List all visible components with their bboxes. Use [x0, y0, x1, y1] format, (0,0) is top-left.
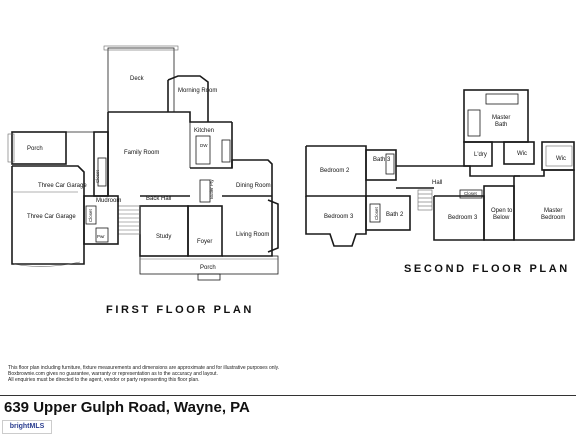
room-dw: DW — [200, 143, 208, 148]
room-study: Study — [156, 234, 171, 240]
room-kitchen: Kitchen — [194, 128, 214, 134]
room-living-room: Living Room — [236, 232, 269, 238]
room-bedroom-3-right: Bedroom 3 — [448, 215, 478, 221]
room-bedroom-3-left: Bedroom 3 — [324, 214, 354, 220]
room-dining-room: Dining Room — [236, 183, 271, 189]
room-master-bedroom-line2: Bedroom — [541, 215, 565, 221]
disclaimer-line: Boxbrownie.com gives no guarantee, warra… — [8, 371, 218, 378]
room-ldry: L'dry — [474, 152, 487, 158]
room-closet-b-2f: Closet — [464, 191, 478, 196]
room-open-to-below-line2: Below — [493, 215, 510, 221]
disclaimer-line: This floor plan including furniture, fix… — [8, 365, 280, 371]
property-address: 639 Upper Gulph Road, Wayne, PA — [4, 399, 250, 416]
room-hall: Hall — [432, 180, 442, 186]
room-master-bath-line2: Bath — [495, 122, 507, 128]
second-floor-walls — [305, 89, 575, 247]
room-garage-upper: Three Car Garage — [38, 183, 87, 189]
room-open-to-below-line1: Open to — [491, 208, 513, 214]
room-master-bedroom-line1: Master — [544, 208, 562, 214]
room-closet-a-2f: Closet — [374, 206, 379, 220]
address-bar: 639 Upper Gulph Road, Wayne, PA — [0, 395, 576, 433]
room-family-room: Family Room — [124, 150, 159, 156]
room-butler-pantry: Butler Pty — [209, 179, 214, 199]
room-pwr: Pwr — [97, 234, 105, 239]
room-deck: Deck — [130, 76, 145, 82]
room-closet-a: Closet — [95, 169, 100, 183]
room-garage-lower: Three Car Garage — [27, 214, 76, 220]
room-bedroom-2: Bedroom 2 — [320, 168, 350, 174]
disclaimer-line: All enquiries must be directed to the ag… — [8, 377, 200, 384]
room-bath-2: Bath 2 — [386, 212, 404, 218]
room-wic-left: Wic — [517, 151, 527, 157]
room-porch-front: Porch — [200, 265, 216, 271]
first-floor-labels: Deck Morning Room Kitchen DW Family Room… — [27, 76, 271, 271]
disclaimer: This floor plan including furniture, fix… — [8, 365, 428, 384]
room-morning-room: Morning Room — [178, 88, 217, 94]
room-mudroom: Mudroom — [96, 198, 121, 204]
first-floor-walls — [7, 45, 279, 281]
room-master-bath-line1: Master — [492, 115, 510, 121]
room-closet-b: Closet — [88, 208, 93, 222]
room-wic-right: Wic — [556, 156, 566, 162]
room-foyer: Foyer — [197, 239, 212, 245]
floor-plan-drawing: Deck Morning Room Kitchen DW Family Room… — [7, 45, 575, 281]
second-floor-labels: Bedroom 2 Bath 3 Bedroom 3 Closet Bath 2… — [320, 115, 566, 221]
room-porch-left: Porch — [27, 146, 43, 152]
room-back-hall: Back Hall — [146, 196, 171, 202]
second-floor-title: SECOND FLOOR PLAN — [404, 263, 570, 275]
room-bath-3: Bath 3 — [373, 157, 391, 163]
first-floor-title: FIRST FLOOR PLAN — [106, 304, 254, 316]
